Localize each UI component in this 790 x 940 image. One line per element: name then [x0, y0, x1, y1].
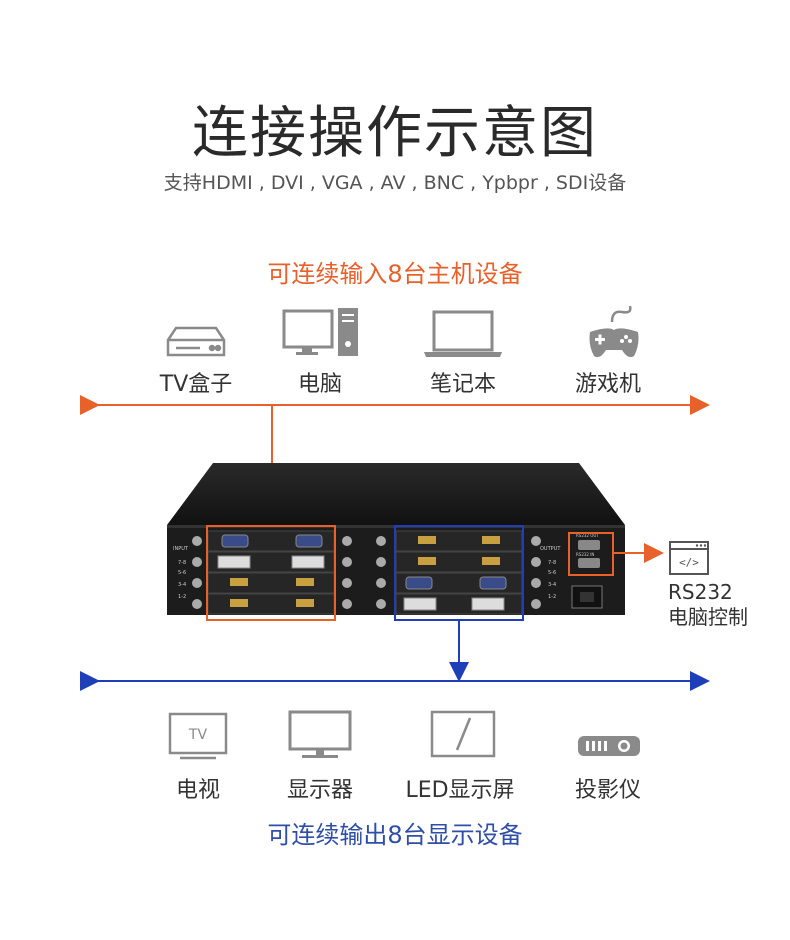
panel-rs232-out-label: RS232 OUT — [576, 533, 599, 538]
monitor-icon — [288, 710, 352, 758]
panel-row-label: 3-4 — [178, 582, 186, 588]
page-title: 连接操作示意图 — [192, 101, 598, 166]
projector-icon — [578, 736, 640, 756]
tv-box-icon — [166, 326, 226, 357]
gamepad-icon — [589, 305, 639, 358]
rs232-control-label: 电脑控制 — [668, 605, 748, 629]
code-window-icon: </> — [669, 541, 709, 575]
panel-row-label: 1-2 — [178, 594, 186, 600]
panel-row-label: 3-4 — [548, 582, 556, 588]
rs232-label: RS232 — [668, 580, 733, 604]
led-screen-icon — [430, 710, 496, 758]
device-label-projector: 投影仪 — [574, 778, 641, 803]
input-section-heading: 可连续输入8台主机设备 — [267, 260, 523, 288]
device-label-computer: 电脑 — [297, 372, 342, 397]
tv-icon-text: TV — [188, 727, 208, 743]
laptop-icon — [424, 310, 502, 357]
device-label-tv-box: TV盒子 — [159, 372, 233, 397]
panel-row-label: 5-6 — [178, 570, 186, 576]
input-highlight-box — [206, 525, 336, 621]
device-label-monitor: 显示器 — [286, 778, 353, 803]
panel-rs232-in-label: RS232 IN — [576, 552, 594, 557]
page-subtitle: 支持HDMI , DVI , VGA , AV , BNC , Ypbpr , … — [163, 172, 627, 194]
panel-row-label: 7-8 — [548, 560, 556, 566]
panel-row-label: 1-2 — [548, 594, 556, 600]
desktop-computer-icon — [282, 308, 358, 356]
tv-icon: TV — [168, 712, 228, 760]
device-label-laptop: 笔记本 — [429, 372, 496, 397]
panel-row-label: 7-8 — [178, 560, 186, 566]
device-label-game-console: 游戏机 — [574, 372, 641, 397]
panel-input-label: INPUT — [173, 546, 189, 552]
panel-row-label: 5-6 — [548, 570, 556, 576]
device-label-tv: 电视 — [175, 778, 220, 803]
output-section-heading: 可连续输出8台显示设备 — [267, 821, 523, 849]
device-label-led-screen: LED显示屏 — [405, 778, 515, 803]
code-icon-text: </> — [679, 556, 699, 569]
panel-output-label: OUTPUT — [540, 546, 561, 552]
